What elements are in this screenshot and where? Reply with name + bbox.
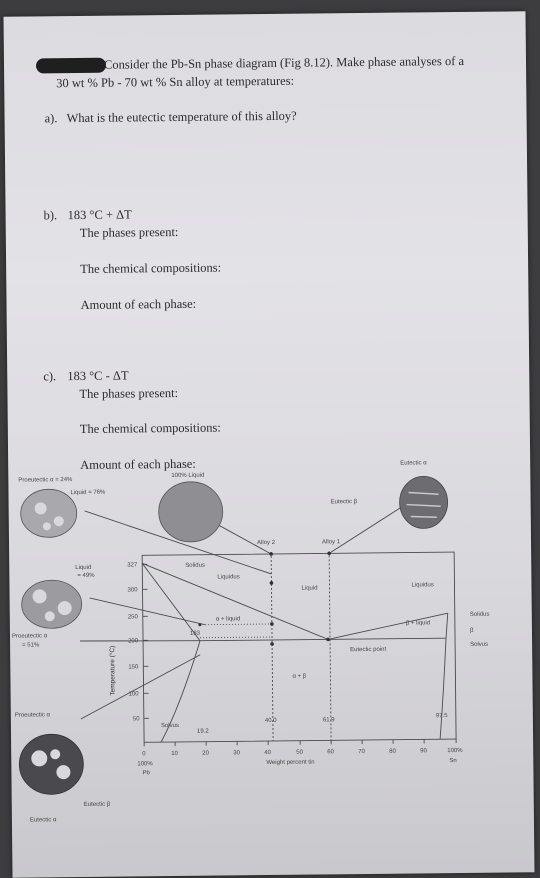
label-solidus-right: Solidus — [470, 612, 490, 618]
label-liquidus-left: Liquidus — [217, 574, 239, 580]
bubble-proeutectic-bottom — [18, 733, 84, 795]
label-solvus-left: Solvus — [161, 723, 179, 729]
label-eutectic-alpha-bottom: Eutectic α — [30, 817, 57, 823]
leader-proeutectic-51 — [80, 640, 201, 642]
y-tick-250: 250 — [128, 614, 139, 620]
x-right-label-sn: Sn — [449, 758, 456, 764]
x-tick-70: 70 — [358, 749, 365, 755]
label-beta: β — [470, 628, 474, 634]
x-tick-60: 60 — [327, 749, 334, 755]
y-tick-100: 100 — [129, 691, 140, 697]
tie-line-1 — [204, 623, 272, 626]
solidus-left-line — [141, 563, 201, 642]
x-left-label-percent: 100% — [137, 761, 153, 767]
leader-top-left — [84, 510, 272, 575]
y-tick-300: 300 — [127, 587, 138, 593]
leader-liquid-49 — [89, 597, 205, 626]
y-tick-200: 200 — [128, 638, 139, 644]
label-eutectic-alpha-top: Eutectic α — [400, 460, 427, 466]
liquidus-left-line — [142, 562, 329, 640]
x-tick-90: 90 — [420, 748, 427, 754]
x-tick-40: 40 — [264, 750, 271, 756]
label-comp-61-9: 61.9 — [323, 717, 335, 723]
liquidus-right-line — [327, 612, 448, 640]
label-eutectic-beta-bottom: Eutectic β — [84, 802, 111, 808]
diagram-frame — [141, 551, 457, 743]
tie-line-2 — [200, 636, 273, 639]
label-alloy-1: Alloy 1 — [322, 539, 341, 545]
label-solidus-top: Solidus — [185, 563, 205, 569]
x-tick-50: 50 — [296, 750, 303, 756]
alloy-2-line — [270, 551, 274, 741]
label-liquidus-right: Liquidus — [411, 582, 433, 588]
label-alpha-beta: α + β — [292, 674, 306, 680]
bubble-proeutectic-24 — [20, 488, 78, 538]
label-183: 183 — [190, 631, 201, 637]
bubble-liquid-49 — [21, 579, 83, 629]
leader-eutectic-top — [328, 502, 409, 554]
x-tick-10: 10 — [171, 751, 178, 757]
solvus-left-line — [160, 640, 201, 743]
label-liquid-76: Liquid = 76% — [70, 490, 106, 496]
alloy-1-line — [328, 551, 332, 741]
label-comp-40: 40.0 — [265, 718, 277, 724]
bubble-eutectic-top — [399, 475, 449, 529]
x-tick-20: 20 — [202, 751, 209, 757]
label-alpha-liquid: α + liquid — [216, 616, 240, 622]
x-tick-30: 30 — [233, 750, 240, 756]
label-comp-19-2: 19.2 — [197, 729, 209, 735]
bubble-100-liquid — [158, 481, 224, 543]
leader-proeutectic-bottom — [80, 654, 201, 720]
worksheet-paper: Consider the Pb-Sn phase diagram (Fig 8.… — [3, 11, 535, 878]
label-comp-97-5: 97.5 — [436, 713, 448, 719]
label-100-liquid: 100% Liquid — [171, 473, 204, 479]
label-proeutectic-51-a: Proeutectic α — [12, 633, 48, 639]
label-solvus-right: Solvus — [470, 642, 488, 648]
label-proeutectic-24: Proeutectic α = 24% — [18, 477, 73, 484]
y-axis-title: Temperature (°C) — [108, 646, 117, 696]
x-axis-title: Weight percent tin — [266, 760, 314, 767]
label-liquid-center: Liquid — [301, 585, 317, 591]
label-proeutectic-51-b: = 51% — [22, 642, 40, 648]
x-tick-0: 0 — [142, 751, 146, 757]
y-tick-327: 327 — [127, 562, 138, 568]
x-left-label-pb: Pb — [142, 770, 150, 776]
label-eutectic-point: Eutectic point — [350, 647, 386, 653]
label-proeutectic-alpha: Proeutectic α — [15, 712, 51, 718]
label-eutectic-beta-top: Eutectic β — [331, 499, 358, 505]
y-tick-50: 50 — [133, 716, 140, 722]
phase-diagram: Proeutectic α = 24% Liquid = 76% 100% Li… — [12, 460, 490, 823]
solvus-right-line — [439, 638, 447, 740]
microstructure-bubbles — [18, 475, 449, 795]
label-liquid-49-b: = 49% — [77, 573, 95, 579]
solidus-right-line — [445, 613, 449, 639]
x-tick-80: 80 — [389, 749, 396, 755]
y-tick-150: 150 — [128, 664, 139, 670]
label-beta-liquid: β + liquid — [406, 620, 430, 626]
eutectic-isotherm — [200, 637, 447, 642]
label-liquid-49-a: Liquid — [75, 565, 91, 571]
x-tick-100: 100% — [447, 748, 463, 754]
label-alloy-2: Alloy 2 — [257, 540, 276, 546]
